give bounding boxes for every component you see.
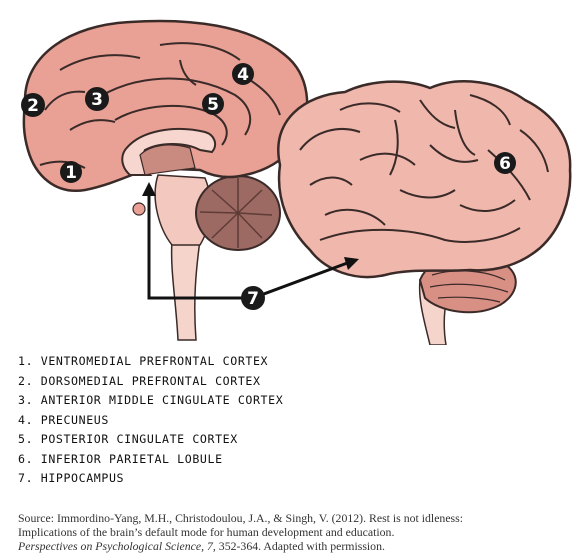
source-line-1: Source: Immordino-Yang, M.H., Christodou… xyxy=(18,511,464,525)
marker-4: 4 xyxy=(232,63,254,85)
brain-diagram: 1 2 3 4 5 6 7 xyxy=(21,19,572,345)
marker-6: 6 xyxy=(494,152,516,174)
legend-item-posterior-cingulate-cortex: 5. POSTERIOR CINGULATE CORTEX xyxy=(18,432,238,446)
legend-item-inferior-parietal-lobule: 6. INFERIOR PARIETAL LOBULE xyxy=(18,451,223,466)
legend-list: 1. VENTROMEDIAL PREFRONTAL CORTEX 2. DOR… xyxy=(18,352,283,489)
medial-brain-view xyxy=(22,19,309,341)
legend-item-ventromedial-prefrontal-cortex: 1. VENTROMEDIAL PREFRONTAL CORTEX xyxy=(18,354,269,368)
spinal-cord xyxy=(170,239,201,341)
pituitary xyxy=(132,202,146,216)
citation-pages: 352-364. Adapted with permission. xyxy=(215,539,385,553)
svg-text:7: 7 xyxy=(247,289,259,309)
marker-1: 1 xyxy=(60,161,82,183)
cerebellum xyxy=(195,175,281,251)
legend-item-precuneus: 4. PRECUNEUS xyxy=(18,412,109,427)
legend-item-hippocampus: 7. HIPPOCAMPUS xyxy=(18,471,125,485)
lateral-brain-view xyxy=(277,80,572,345)
svg-text:2: 2 xyxy=(27,96,39,116)
marker-2: 2 xyxy=(21,93,45,117)
marker-5: 5 xyxy=(202,93,224,115)
svg-text:1: 1 xyxy=(65,163,77,183)
marker-3: 3 xyxy=(85,87,109,111)
svg-text:5: 5 xyxy=(207,95,219,115)
marker-7: 7 xyxy=(241,286,265,310)
hippocampus-connector-arrow xyxy=(147,188,351,300)
source-citation: Source: Immordino-Yang, M.H., Christodou… xyxy=(18,511,578,553)
lateral-gyri xyxy=(299,94,549,243)
arrowhead-up xyxy=(142,182,156,196)
legend-item-anterior-middle-cingulate-cortex: 3. ANTERIOR MIDDLE CINGULATE CORTEX xyxy=(18,393,284,407)
corpus-callosum xyxy=(121,128,217,176)
inner-structures xyxy=(139,144,196,176)
source-line-3: Perspectives on Psychological Science, 7… xyxy=(18,539,578,553)
journal-name: Perspectives on Psychological Science, 7… xyxy=(18,539,216,553)
svg-text:3: 3 xyxy=(91,90,103,110)
svg-text:4: 4 xyxy=(237,65,249,85)
svg-text:6: 6 xyxy=(499,154,511,174)
source-line-2: Implications of the brain’s default mode… xyxy=(18,525,395,539)
arrowhead-right xyxy=(344,257,359,270)
legend-item-dorsomedial-prefrontal-cortex: 2. DORSOMEDIAL PREFRONTAL CORTEX xyxy=(18,373,261,388)
